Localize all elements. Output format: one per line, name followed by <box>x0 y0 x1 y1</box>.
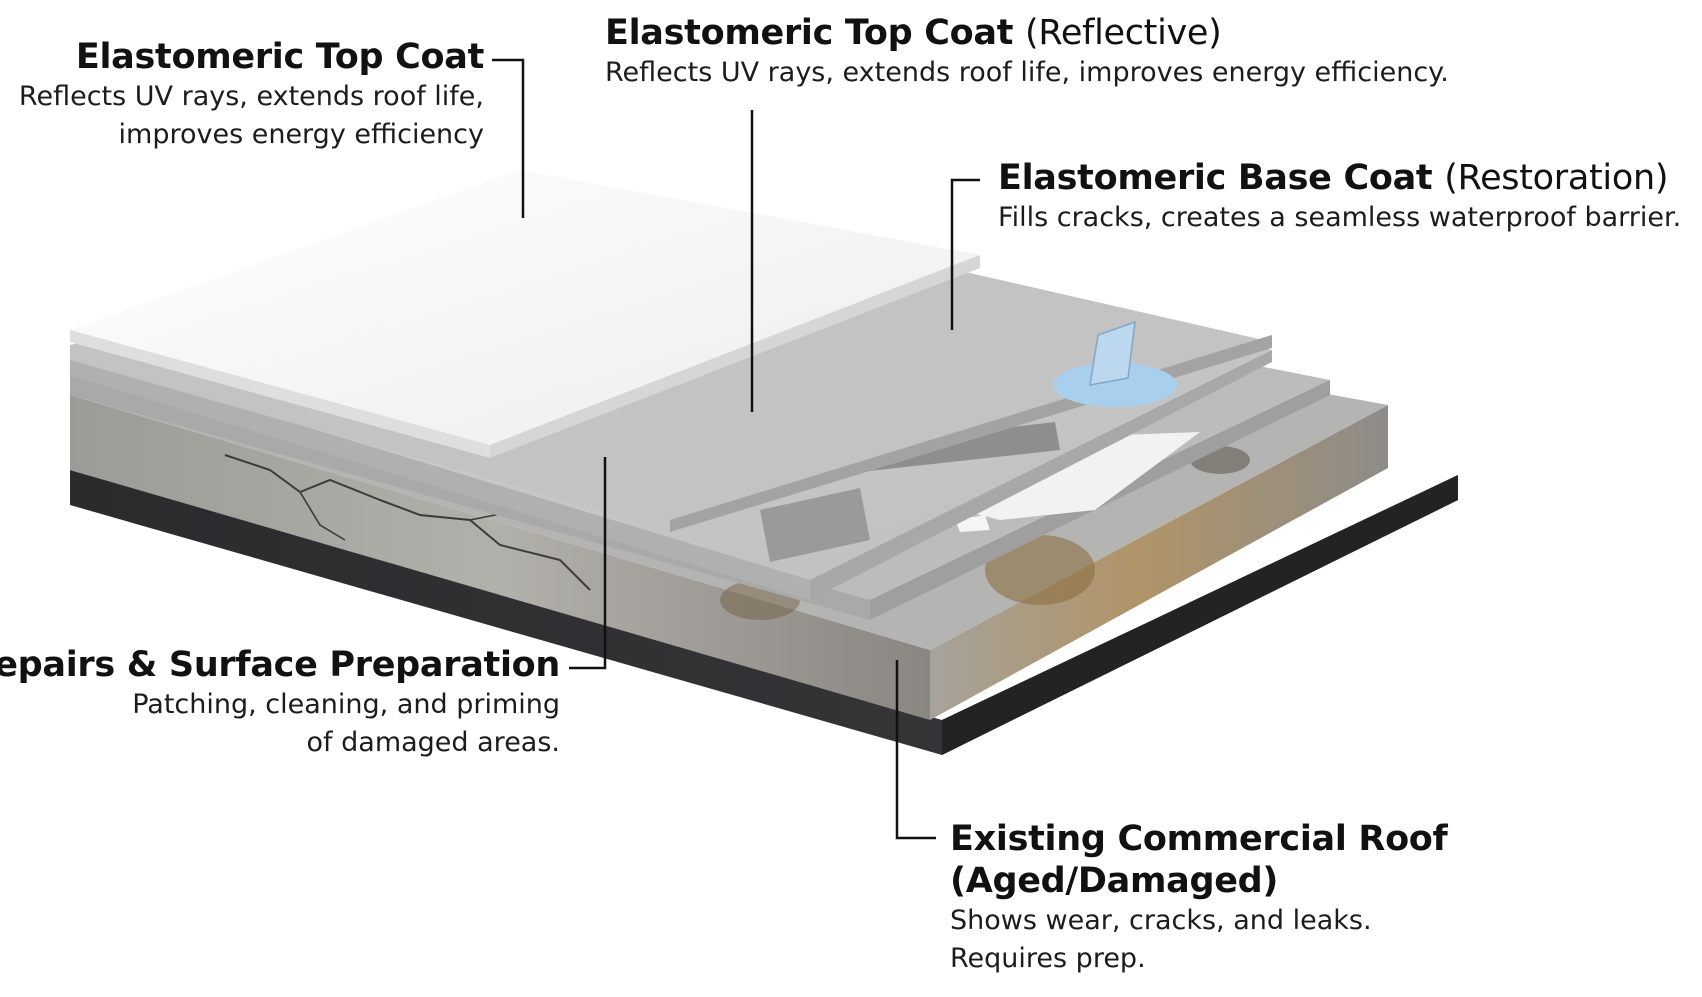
callout-title: (Aged/Damaged) <box>950 861 1279 901</box>
callout-title: Elastomeric Top Coat <box>75 37 484 77</box>
leader-existing-roof <box>895 660 936 840</box>
callout-top-coat-reflective: Elastomeric Top Coat (Reflective) Reflec… <box>605 12 1449 92</box>
callout-title-main: Elastomeric Base Coat <box>998 158 1433 198</box>
callout-desc: Patching, cleaning, and priming <box>132 689 560 720</box>
callout-desc: Reflects UV rays, extends roof life, imp… <box>605 57 1449 88</box>
callout-base-coat: Elastomeric Base Coat (Restoration) Fill… <box>998 157 1681 237</box>
callout-title: Repairs & Surface Preparation <box>0 645 560 685</box>
callout-existing-roof: Existing Commercial Roof (Aged/Damaged) … <box>950 818 1448 978</box>
callout-desc: Shows wear, cracks, and leaks. <box>950 905 1372 936</box>
callout-title-main: Elastomeric Top Coat <box>605 13 1014 53</box>
callout-title-qualifier: (Reflective) <box>1025 13 1222 53</box>
leader-lines <box>492 58 980 840</box>
drain-icon <box>1053 363 1177 407</box>
callout-desc: Requires prep. <box>950 943 1146 974</box>
drain-bracket-icon <box>1089 320 1136 386</box>
callout-repairs: Repairs & Surface Preparation Patching, … <box>0 644 560 762</box>
callout-title: Elastomeric Top Coat (Reflective) <box>605 12 1449 54</box>
patch-square <box>760 488 870 562</box>
callout-desc: Fills cracks, creates a seamless waterpr… <box>998 202 1682 233</box>
callout-title-qualifier: (Restoration) <box>1444 158 1669 198</box>
callout-title: Existing Commercial Roof <box>950 819 1448 859</box>
leader-repairs <box>569 457 607 670</box>
callout-desc: Reflects UV rays, extends roof life, <box>18 81 484 112</box>
leader-top-coat-left <box>492 58 525 218</box>
callout-desc: improves energy efficiency <box>118 119 484 150</box>
membrane-layer <box>70 470 1458 755</box>
callout-title: Elastomeric Base Coat (Restoration) <box>998 157 1681 199</box>
leader-base-coat <box>950 178 980 330</box>
callout-desc: of damaged areas. <box>306 727 560 758</box>
callout-top-coat-left: Elastomeric Top Coat Reflects UV rays, e… <box>19 36 484 154</box>
